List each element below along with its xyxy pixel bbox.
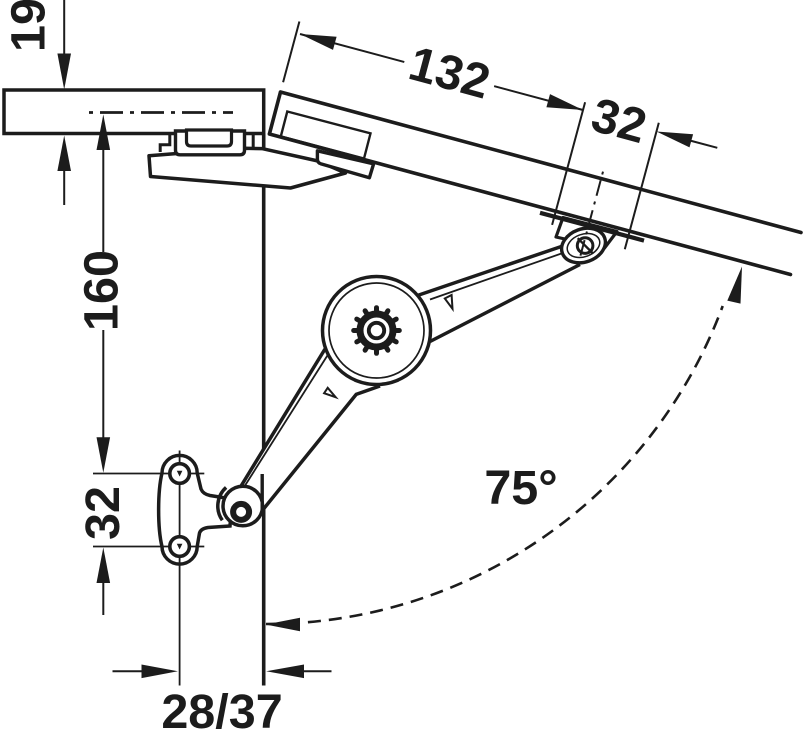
svg-text:19: 19 <box>1 0 55 52</box>
svg-text:28/37: 28/37 <box>161 685 282 730</box>
svg-text:75°: 75° <box>484 461 557 515</box>
svg-text:32: 32 <box>76 486 130 540</box>
svg-text:160: 160 <box>74 250 128 331</box>
